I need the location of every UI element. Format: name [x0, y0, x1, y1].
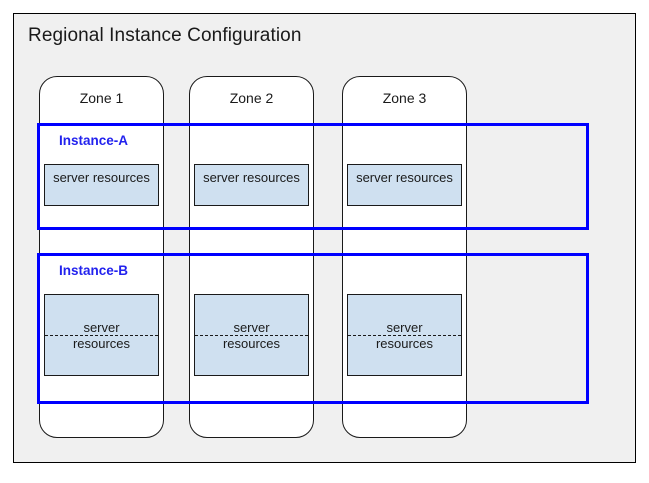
resource-line-1: server [53, 170, 90, 185]
instance-label-b: Instance-B [59, 263, 129, 278]
zone-column-3[interactable]: Zone 3 [342, 76, 467, 438]
diagram-title: Regional Instance Configuration [28, 25, 302, 46]
instance-label-a: Instance-A [59, 133, 129, 148]
resource-line-1: server [233, 320, 270, 335]
instance-band-b[interactable]: Instance-B [37, 253, 589, 404]
resource-line-2: resources [92, 170, 150, 185]
resource-line-1: server [203, 170, 240, 185]
resource-line-2: resources [395, 170, 453, 185]
resource-half-top: server [195, 295, 308, 335]
diagram-canvas: Regional Instance Configuration Zone 1 Z… [13, 13, 636, 463]
resource-half-bottom: resources [348, 335, 461, 375]
resource-half-bottom: resources [45, 335, 158, 375]
resource-box[interactable]: server resources [347, 164, 462, 206]
resource-line-2: resources [72, 336, 131, 351]
resource-line-2: resources [242, 170, 300, 185]
resource-line-2: resources [222, 336, 281, 351]
zone-label-1: Zone 1 [79, 90, 124, 106]
resource-box[interactable]: server resources [44, 294, 159, 376]
zone-label-2: Zone 2 [229, 90, 274, 106]
resource-line-1: server [356, 170, 393, 185]
zone-column-1[interactable]: Zone 1 [39, 76, 164, 438]
resource-box[interactable]: server resources [44, 164, 159, 206]
resource-box[interactable]: server resources [194, 294, 309, 376]
resource-half-top: server [348, 295, 461, 335]
resource-box[interactable]: server resources [194, 164, 309, 206]
instance-band-a[interactable]: Instance-A [37, 123, 589, 230]
resource-half-top: server [45, 295, 158, 335]
resource-line-2: resources [375, 336, 434, 351]
zone-label-3: Zone 3 [382, 90, 427, 106]
zone-column-2[interactable]: Zone 2 [189, 76, 314, 438]
resource-box[interactable]: server resources [347, 294, 462, 376]
resource-half-bottom: resources [195, 335, 308, 375]
resource-line-1: server [83, 320, 120, 335]
resource-line-1: server [386, 320, 423, 335]
